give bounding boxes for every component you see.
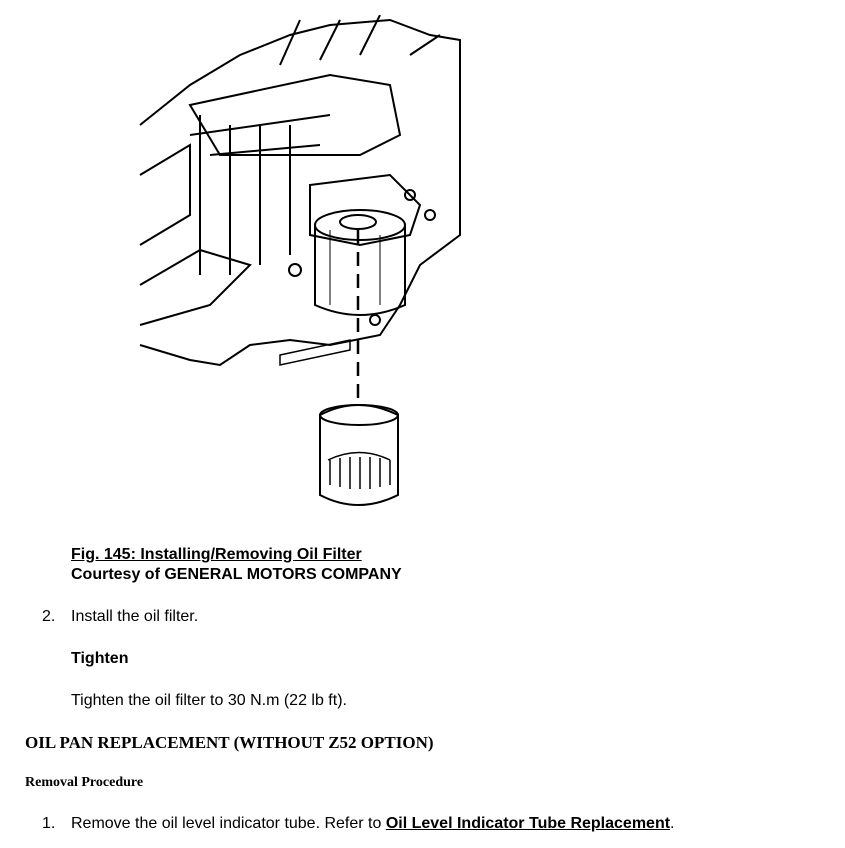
step-1-text: Remove the oil level indicator tube. Ref… <box>71 815 386 832</box>
section-title: OIL PAN REPLACEMENT (WITHOUT Z52 OPTION) <box>25 733 434 752</box>
courtesy-company: GENERAL MOTORS COMPANY <box>164 566 402 583</box>
tighten-text: Tighten the oil filter to 30 N.m (22 lb … <box>71 692 347 709</box>
oil-level-indicator-tube-link[interactable]: Oil Level Indicator Tube Replacement <box>385 815 671 832</box>
tighten-heading: Tighten <box>71 650 129 667</box>
courtesy-prefix: Courtesy of <box>71 566 165 583</box>
figure-courtesy: Courtesy of GENERAL MOTORS COMPANY <box>71 566 402 584</box>
section-subtitle: Removal Procedure <box>25 775 144 790</box>
step-1-suffix: . <box>670 815 675 832</box>
step-2-text: Install the oil filter. <box>71 608 199 625</box>
step-2-number: 2. <box>42 608 56 625</box>
step-1-number: 1. <box>42 815 56 832</box>
figure-caption: Fig. 145: Installing/Removing Oil Filter <box>71 546 362 563</box>
step-1: Remove the oil level indicator tube. Ref… <box>71 815 675 833</box>
oil-filter-illustration <box>139 15 461 506</box>
